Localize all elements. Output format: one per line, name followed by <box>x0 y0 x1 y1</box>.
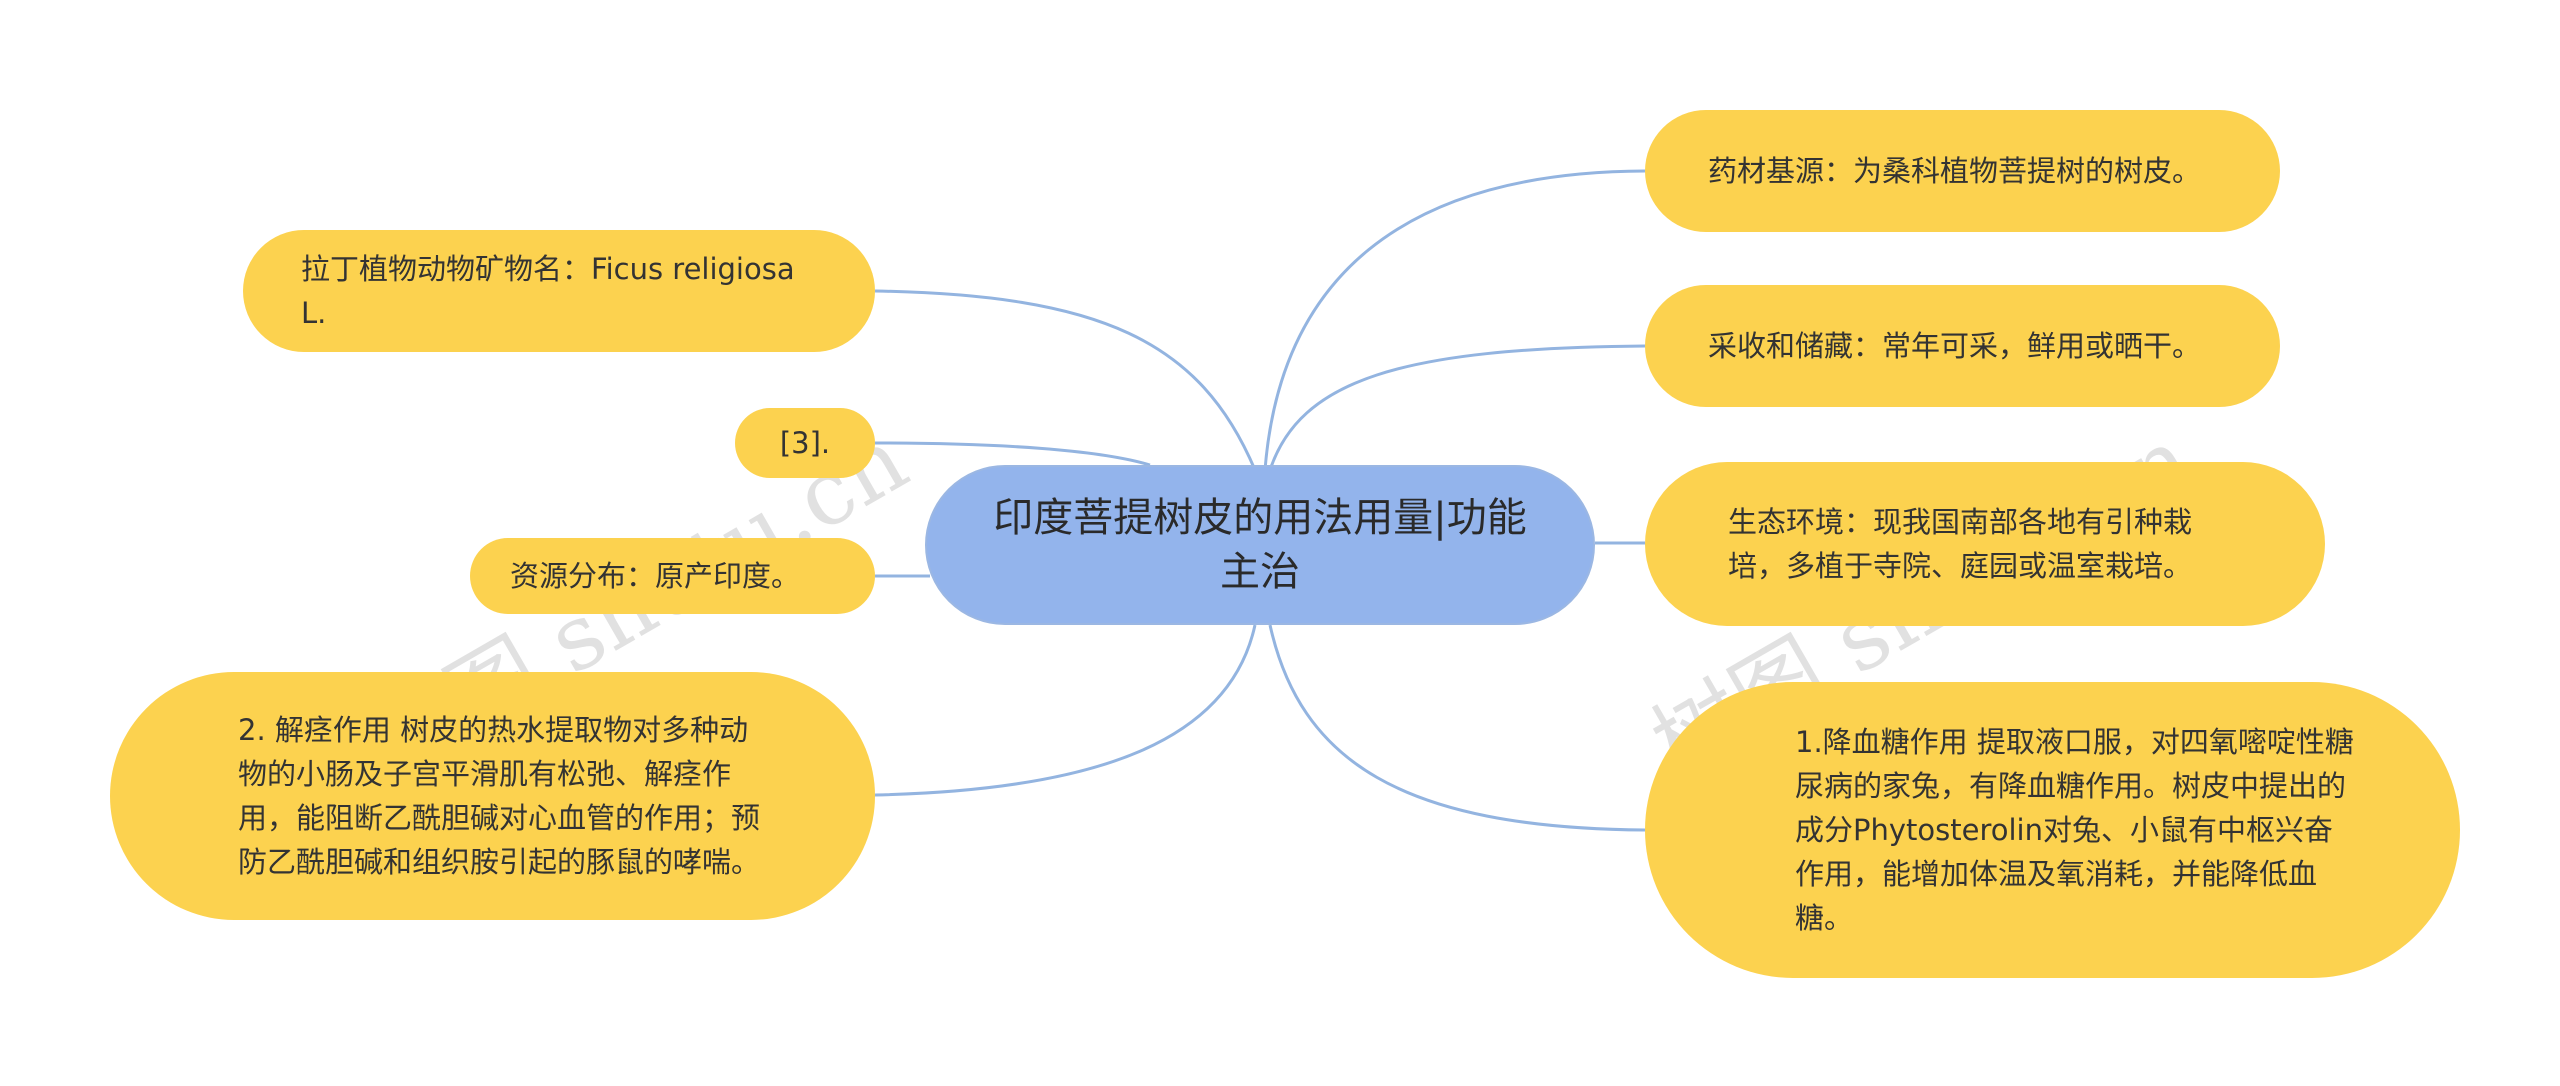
connector-hypoglycemic <box>1268 624 1646 832</box>
center-topic-label: 印度菩提树皮的用法用量|功能主治 <box>993 495 1527 595</box>
node-latin-name[interactable]: 拉丁植物动物矿物名：Ficus religiosa L. <box>243 230 875 352</box>
node-distribution-label: 资源分布：原产印度。 <box>510 559 801 593</box>
node-source[interactable]: 药材基源：为桑科植物菩提树的树皮。 <box>1645 110 2280 232</box>
node-antispasmodic-label: 2. 解痉作用 树皮的热水提取物对多种动物的小肠及子宫平滑肌有松弛、解痉作用，能… <box>238 713 761 879</box>
connector-harvest <box>1268 344 1646 471</box>
node-antispasmodic[interactable]: 2. 解痉作用 树皮的热水提取物对多种动物的小肠及子宫平滑肌有松弛、解痉作用，能… <box>110 672 875 920</box>
node-ref[interactable]: [3]. <box>735 408 875 478</box>
connector-antispasmodic <box>874 624 1257 797</box>
node-harvest-label: 采收和储藏：常年可采，鲜用或晒干。 <box>1708 329 2202 363</box>
node-latin-name-label: 拉丁植物动物矿物名：Ficus religiosa L. <box>301 252 795 330</box>
connector-ref <box>874 441 1151 467</box>
node-ref-label: [3]. <box>779 426 831 460</box>
node-hypoglycemic[interactable]: 1.降血糖作用 提取液口服，对四氧嘧啶性糖尿病的家兔，有降血糖作用。树皮中提出的… <box>1645 682 2460 978</box>
node-distribution[interactable]: 资源分布：原产印度。 <box>470 538 875 614</box>
connector-latin-name <box>874 289 1257 471</box>
connector-source <box>1263 169 1646 471</box>
center-topic[interactable]: 印度菩提树皮的用法用量|功能主治 <box>925 465 1595 625</box>
node-harvest[interactable]: 采收和储藏：常年可采，鲜用或晒干。 <box>1645 285 2280 407</box>
node-habitat[interactable]: 生态环境：现我国南部各地有引种栽培，多植于寺院、庭园或温室栽培。 <box>1645 462 2325 626</box>
node-hypoglycemic-label: 1.降血糖作用 提取液口服，对四氧嘧啶性糖尿病的家兔，有降血糖作用。树皮中提出的… <box>1795 725 2354 935</box>
node-source-label: 药材基源：为桑科植物菩提树的树皮。 <box>1708 154 2202 188</box>
node-habitat-label: 生态环境：现我国南部各地有引种栽培，多植于寺院、庭园或温室栽培。 <box>1728 505 2193 583</box>
